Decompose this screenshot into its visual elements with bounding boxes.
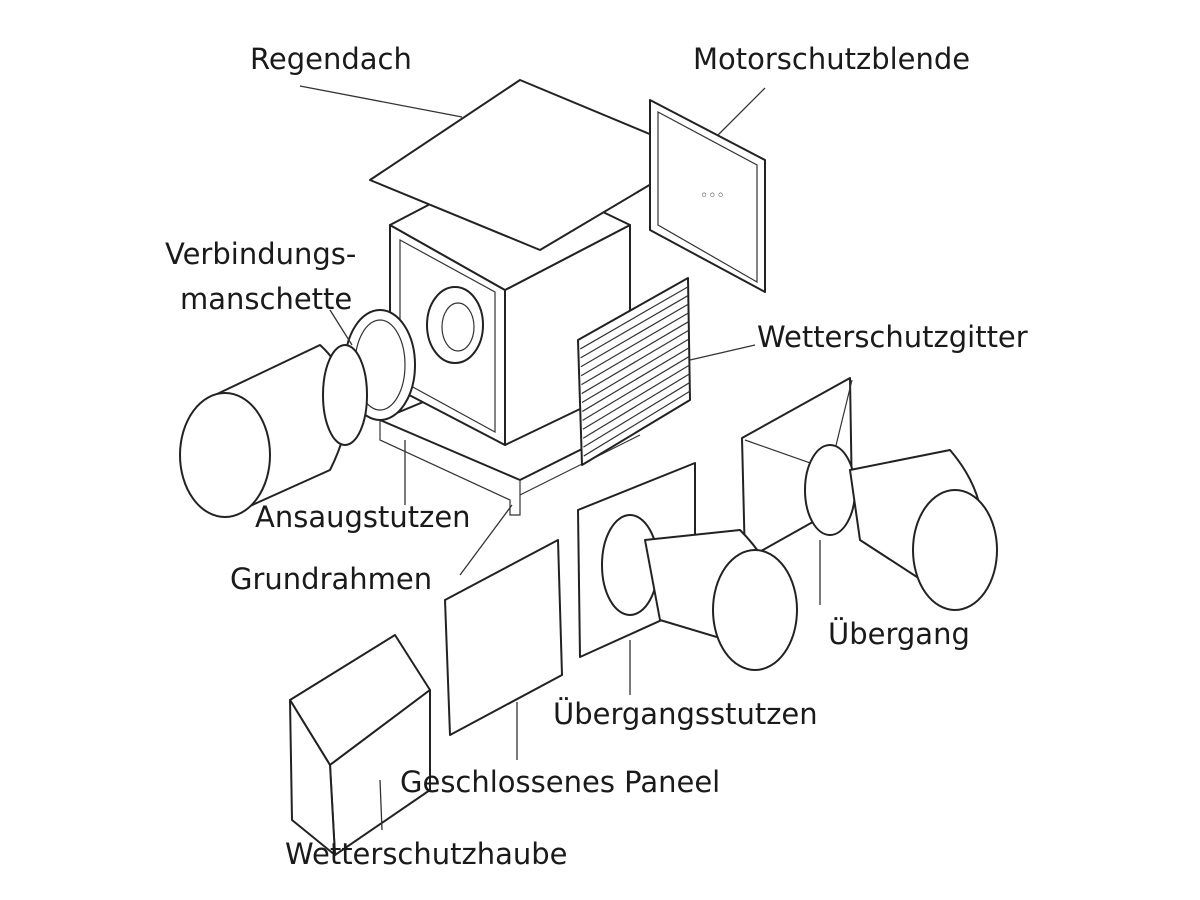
label-verbindungsmanschette-line1: Verbindungs- [165, 237, 357, 271]
ansaugstutzen-part [179, 309, 416, 518]
label-motorschutzblende: Motorschutzblende [693, 42, 971, 76]
motorschutzblende-part: ◦◦◦ [649, 99, 766, 293]
uebergang-part [741, 377, 998, 611]
label-uebergang: Übergang [828, 617, 970, 651]
louvre-slat [582, 355, 690, 421]
louvre-slat [580, 294, 689, 359]
louvre-slat [582, 364, 690, 430]
label-geschlossenes-paneel: Geschlossenes Paneel [400, 765, 721, 799]
leader-lines [299, 85, 821, 831]
geschlossenes-paneel-part [444, 539, 563, 736]
louvre-slat [581, 338, 690, 404]
svg-text:◦◦◦: ◦◦◦ [700, 188, 725, 204]
wetterschutzgitter-part [577, 277, 691, 466]
label-wetterschutzgitter: Wetterschutzgitter [757, 320, 1028, 354]
louvre-slat [581, 347, 690, 412]
label-grundrahmen: Grundrahmen [230, 562, 433, 596]
wetterschutzhaube-part [289, 634, 431, 856]
label-ansaugstutzen: Ansaugstutzen [255, 500, 471, 534]
label-verbindungsmanschette-line2: manschette [180, 282, 353, 316]
label-wetterschutzhaube: Wetterschutzhaube [285, 837, 568, 871]
louvre-slat [583, 382, 691, 448]
louvre-slat [580, 303, 689, 368]
louvre-slat [581, 321, 690, 386]
label-uebergangsstutzen: Übergangsstutzen [553, 697, 818, 731]
louvre-slat [581, 329, 690, 395]
louvre-slat [579, 286, 689, 350]
label-regendach: Regendach [250, 42, 412, 76]
louvre-slat [583, 390, 691, 457]
louvre-slat [582, 373, 690, 439]
louvre-slat [580, 312, 689, 377]
uebergangsstutzen-part [577, 462, 798, 671]
